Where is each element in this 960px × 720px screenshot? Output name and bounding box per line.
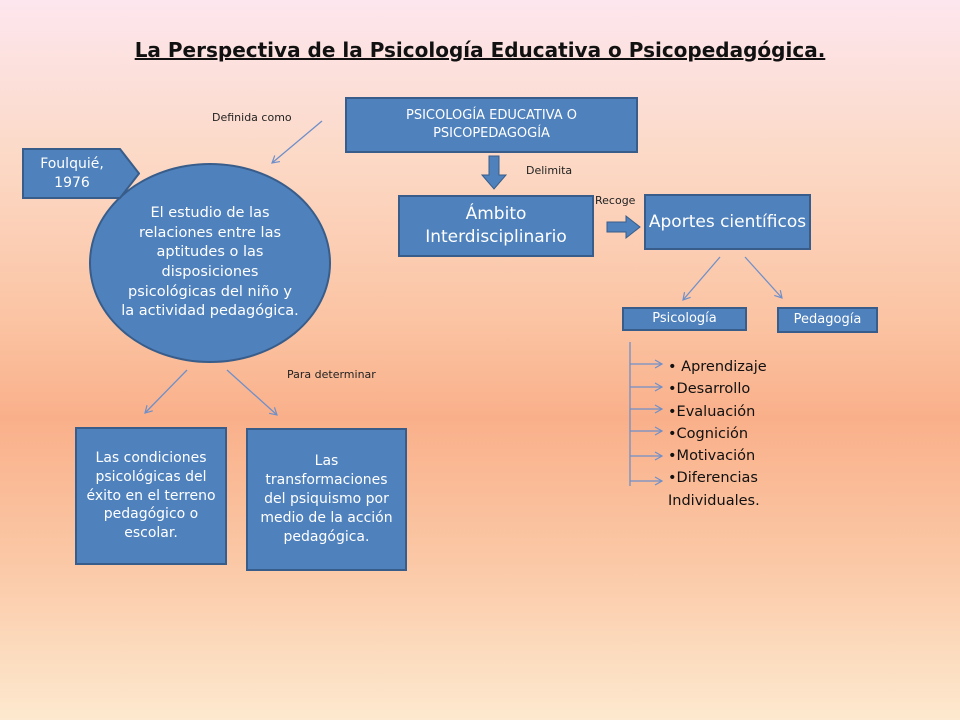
node-psicologia: Psicología [622,307,747,331]
page-title: La Perspectiva de la Psicología Educativ… [134,38,826,62]
block-arrow-right [606,214,641,240]
node-condiciones: Las condiciones psicológicas del éxito e… [75,427,227,565]
label-recoge: Recoge [595,194,636,207]
topic-item: •Cognición [668,425,749,442]
list-bracket [629,342,664,486]
block-arrow-down [480,155,508,190]
label-delimita: Delimita [526,164,573,177]
arrow-to-condiciones [144,369,188,414]
topic-item: •Diferencias Individuales. [668,470,760,509]
node-transformaciones-text: Las transformaciones del psiquismo por m… [260,453,393,545]
node-pedagogia-text: Pedagogía [793,312,862,328]
arrow-to-psicologia [682,256,721,301]
node-condiciones-text: Las condiciones psicológicas del éxito e… [86,449,216,542]
node-aportes-cientificos: Aportes científicos [644,194,811,250]
node-psicologia-educativa-text: PSICOLOGÍA EDUCATIVA O PSICOPEDAGOGÍA [406,108,577,141]
topic-item: •Evaluación [668,403,756,420]
node-transformaciones: Las transformaciones del psiquismo por m… [246,428,407,571]
arrow-to-transformaciones [226,369,278,416]
label-definida-como: Definida como [212,111,292,124]
node-psicologia-educativa: PSICOLOGÍA EDUCATIVA O PSICOPEDAGOGÍA [345,97,638,153]
author-tag: Foulquié, 1976 [22,148,140,199]
pentagon-shape [22,148,140,199]
label-para-determinar: Para determinar [287,368,376,381]
topics-list: • Aprendizaje •Desarrollo •Evaluación •C… [668,356,818,512]
node-ambito-text: Ámbito Interdisciplinario [425,204,567,247]
node-aportes-text: Aportes científicos [648,211,807,232]
node-definition-text: El estudio de las relaciones entre las a… [121,205,299,320]
topic-item: •Desarrollo [668,381,751,398]
arrow-to-pedagogia [744,256,783,299]
node-psicologia-text: Psicología [652,311,717,327]
topic-item: •Motivación [668,448,756,465]
node-ambito-interdisciplinario: Ámbito Interdisciplinario [398,195,594,257]
topic-item: • Aprendizaje [668,359,767,375]
node-pedagogia: Pedagogía [777,307,878,333]
arrow-definida [271,120,323,164]
author-tag-text: Foulquié, 1976 [40,155,104,191]
node-definition-ellipse: El estudio de las relaciones entre las a… [89,163,331,363]
